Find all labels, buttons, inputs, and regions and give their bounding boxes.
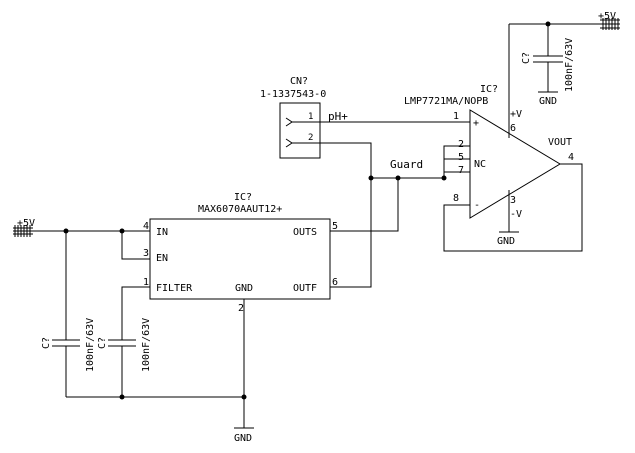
opamp-pin-plus-num: 1 bbox=[453, 111, 459, 122]
connector-part: 1-1337543-0 bbox=[260, 89, 326, 100]
opamp-plus-label: + bbox=[473, 118, 479, 129]
connector-body bbox=[279, 102, 321, 159]
opamp-minus-label: - bbox=[474, 200, 480, 211]
opamp-pin-vplus-num: 6 bbox=[510, 123, 516, 134]
regulator-pin-en-name: EN bbox=[156, 253, 168, 264]
gnd-label-bottom: GND bbox=[234, 433, 252, 444]
net-label-ph-plus: pH+ bbox=[328, 110, 348, 123]
opamp-pin-nc2-num: 5 bbox=[458, 152, 464, 163]
supply-5v-top bbox=[600, 18, 620, 30]
wire-outs bbox=[330, 178, 399, 232]
opamp-vplus-label: +V bbox=[510, 109, 522, 120]
connector-pin1-num: 1 bbox=[308, 112, 313, 122]
regulator-pin-outf-num: 6 bbox=[332, 277, 338, 288]
regulator-pin-gnd-name: GND bbox=[235, 283, 253, 294]
junction-gnd-main bbox=[241, 394, 247, 400]
cap-filter-value: 100nF/63V bbox=[141, 318, 152, 372]
capacitor-input[interactable]: C? 100nF/63V bbox=[41, 231, 96, 397]
opamp-pin-nc3-num: 7 bbox=[458, 165, 464, 176]
gnd-label-vminus: GND bbox=[497, 236, 515, 247]
wire-connector-pin2 bbox=[320, 142, 372, 178]
capacitor-filter[interactable]: C? 100nF/63V bbox=[97, 318, 152, 397]
junction-gnd-filter bbox=[119, 394, 125, 400]
opamp-ref: IC? bbox=[480, 84, 498, 95]
regulator-pin-en-num: 3 bbox=[143, 248, 149, 259]
connector-ref: CN? bbox=[290, 76, 308, 87]
regulator-pin-in-num: 4 bbox=[143, 221, 149, 232]
opamp-vout-label: VOUT bbox=[548, 137, 572, 148]
cap-top-value: 100nF/63V bbox=[564, 38, 575, 92]
connector-cn[interactable]: CN? 1-1337543-0 1 2 bbox=[260, 76, 326, 159]
regulator-ref: IC? bbox=[234, 192, 252, 203]
supply-5v-top-label: +5V bbox=[598, 11, 616, 22]
regulator-pin-filter-num: 1 bbox=[143, 277, 149, 288]
cap-filter-ref: C? bbox=[97, 337, 108, 349]
opamp-part: LMP7721MA/NOPB bbox=[404, 96, 488, 107]
wire-en bbox=[121, 231, 150, 260]
opamp-nc-label: NC bbox=[474, 159, 486, 170]
opamp-pin-minus-num: 8 bbox=[453, 193, 459, 204]
cap-in-ref: C? bbox=[41, 337, 52, 349]
regulator-pin-gnd-num: 2 bbox=[238, 303, 244, 314]
net-label-guard: Guard bbox=[390, 158, 423, 171]
cap-in-value: 100nF/63V bbox=[85, 318, 96, 372]
regulator-pin-outf-name: OUTF bbox=[293, 283, 317, 294]
regulator-pin-in-name: IN bbox=[156, 227, 168, 238]
regulator-part: MAX6070AAUT12+ bbox=[198, 204, 282, 215]
regulator-pin-outs-name: OUTS bbox=[293, 227, 317, 238]
regulator-pin-outs-num: 5 bbox=[332, 221, 338, 232]
opamp-pin-nc1-num: 2 bbox=[458, 139, 464, 150]
wire-outf bbox=[330, 178, 372, 288]
regulator-ic[interactable]: IC? MAX6070AAUT12+ IN EN FILTER GND OUTS… bbox=[143, 192, 338, 314]
gnd-label-top: GND bbox=[539, 96, 557, 107]
capacitor-top[interactable]: C? 100nF/63V bbox=[521, 24, 575, 92]
junction-vin-en bbox=[119, 228, 125, 234]
wire-filter bbox=[121, 286, 150, 340]
supply-5v-left bbox=[13, 225, 33, 237]
opamp-ic[interactable]: IC? LMP7721MA/NOPB + - NC 1 2 5 7 8 6 +V… bbox=[404, 84, 574, 220]
junction-guard-right bbox=[441, 175, 447, 181]
opamp-vminus-label: -V bbox=[510, 209, 522, 220]
connector-pin2-num: 2 bbox=[308, 133, 313, 143]
supply-5v-left-label: +5V bbox=[17, 218, 35, 229]
regulator-pin-filter-name: FILTER bbox=[156, 283, 193, 294]
opamp-pin-vout-num: 4 bbox=[568, 152, 574, 163]
regulator-body bbox=[149, 218, 331, 300]
opamp-pin-vminus-num: 3 bbox=[510, 195, 516, 206]
opamp-triangle bbox=[469, 109, 561, 219]
cap-top-ref: C? bbox=[521, 52, 532, 64]
wire-feedback bbox=[443, 163, 583, 252]
